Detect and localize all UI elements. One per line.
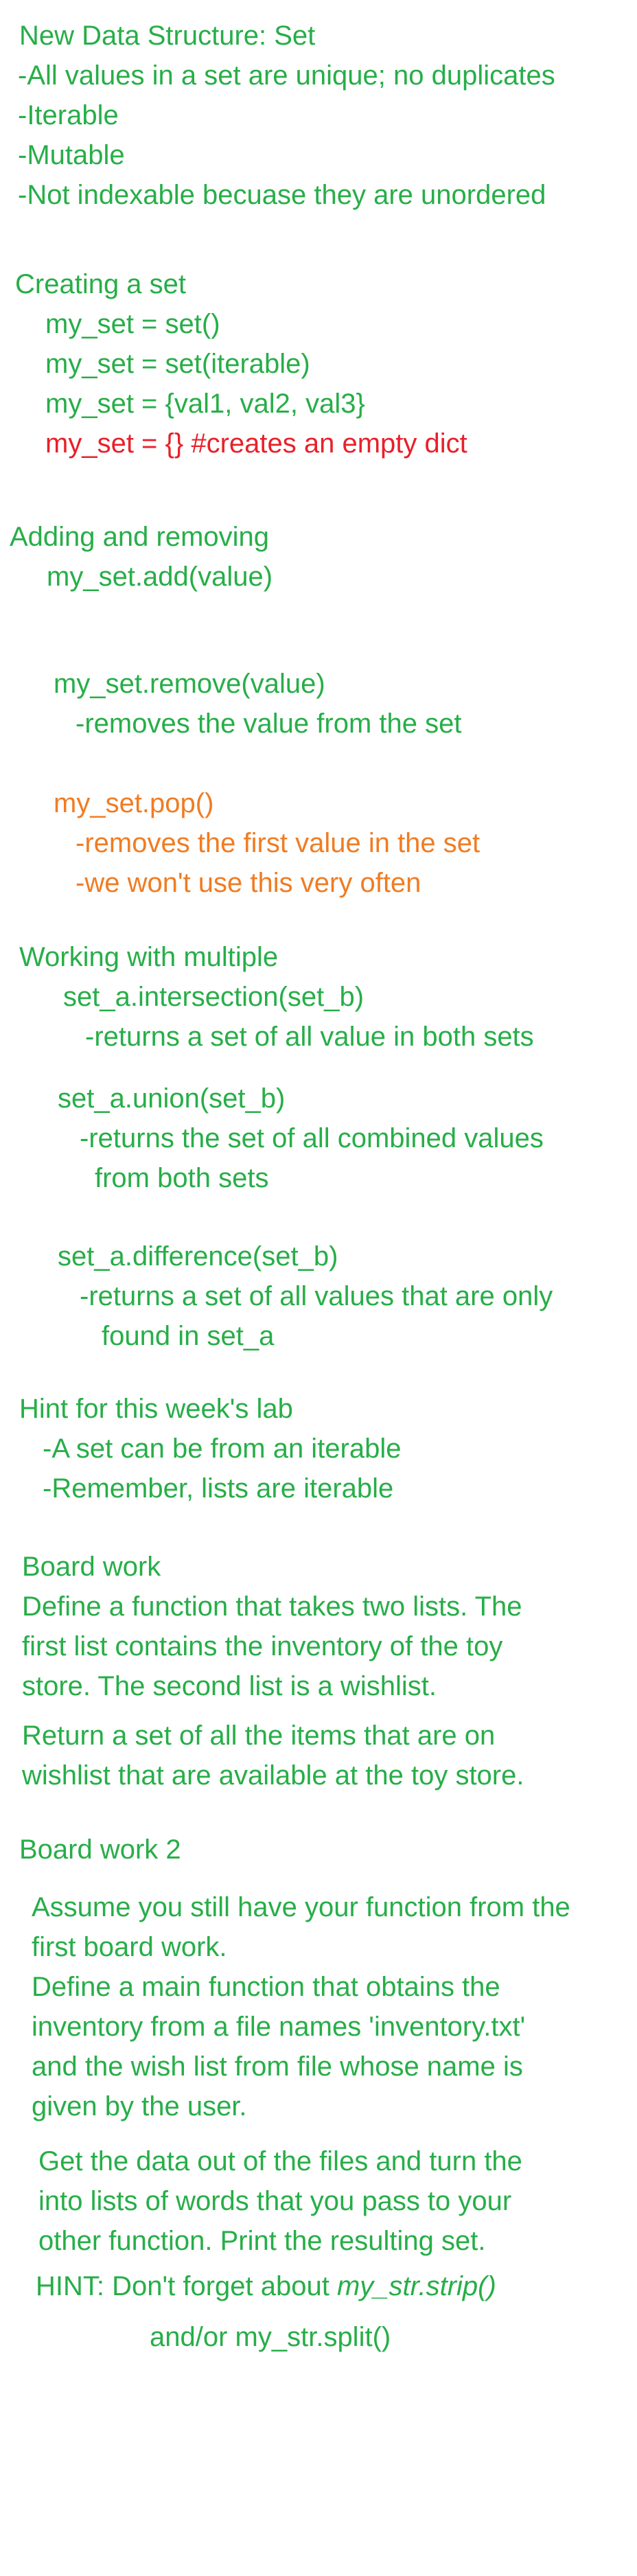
union-description-2: from both sets	[95, 1163, 269, 1193]
remove-description: -removes the value from the set	[76, 709, 462, 739]
intersection-description: -returns a set of all value in both sets	[85, 1022, 534, 1052]
board-work-2-hint: HINT: Don't forget about my_str.strip()	[36, 2267, 496, 2305]
creating-warning-empty-dict: my_set = {} #creates an empty dict	[45, 428, 467, 459]
board-work-text-line: Define a function that takes two lists. …	[22, 1591, 522, 1622]
hint-line-1: -A set can be from an iterable	[43, 1434, 402, 1464]
board-work-2-text-line: Define a main function that obtains the	[32, 1972, 500, 2002]
add-method: my_set.add(value)	[47, 562, 273, 592]
hint-heading: Hint for this week's lab	[19, 1394, 293, 1424]
pop-description-1: -removes the first value in the set	[76, 828, 480, 858]
creating-line-iterable: my_set = set(iterable)	[45, 349, 310, 379]
board-work-2-text-line: other function. Print the resulting set.	[38, 2226, 486, 2256]
multiple-heading: Working with multiple	[19, 942, 279, 972]
difference-description-1: -returns a set of all values that are on…	[80, 1281, 553, 1311]
board-work-2-text-line: Get the data out of the files and turn t…	[38, 2146, 522, 2176]
intro-point-mutable: -Mutable	[18, 140, 125, 170]
adding-heading: Adding and removing	[10, 522, 270, 552]
remove-method: my_set.remove(value)	[54, 669, 325, 699]
creating-heading: Creating a set	[15, 269, 187, 299]
board-work-text-line: Return a set of all the items that are o…	[22, 1721, 496, 1751]
hint-code-strip: my_str.strip()	[336, 2271, 496, 2301]
board-work-2-text-line: given by the user.	[32, 2091, 247, 2121]
board-work-2-text-line: Assume you still have your function from…	[32, 1892, 570, 1922]
board-work-2-text-line: inventory from a file names 'inventory.t…	[32, 2012, 526, 2042]
board-work-2-text-line: and the wish list from file whose name i…	[32, 2051, 523, 2082]
board-work-text-line: first list contains the inventory of the…	[22, 1631, 503, 1661]
intersection-method: set_a.intersection(set_b)	[63, 982, 364, 1012]
hint-line-2: -Remember, lists are iterable	[43, 1473, 394, 1504]
hint-prefix: HINT: Don't forget about	[36, 2271, 337, 2301]
board-work-2-text-line: first board work.	[32, 1932, 227, 1962]
union-method: set_a.union(set_b)	[58, 1083, 286, 1114]
intro-point-iterable: -Iterable	[18, 100, 119, 130]
intro-point-unique: -All values in a set are unique; no dupl…	[18, 60, 555, 91]
page-title: New Data Structure: Set	[19, 21, 316, 51]
board-work-2-text-line: into lists of words that you pass to you…	[38, 2186, 512, 2216]
intro-point-unordered: -Not indexable becuase they are unordere…	[18, 180, 546, 210]
pop-method: my_set.pop()	[54, 788, 214, 818]
board-work-text-line: wishlist that are available at the toy s…	[22, 1760, 524, 1791]
pop-description-2: -we won't use this very often	[76, 868, 421, 898]
creating-line-empty-set: my_set = set()	[45, 309, 220, 339]
board-work-text-line: store. The second list is a wishlist.	[22, 1671, 437, 1701]
board-work-heading: Board work	[22, 1552, 161, 1582]
union-description-1: -returns the set of all combined values	[80, 1123, 544, 1153]
difference-description-2: found in set_a	[102, 1321, 275, 1351]
board-work-2-hint-line-2: and/or my_str.split()	[150, 2322, 391, 2352]
board-work-2-heading: Board work 2	[19, 1835, 181, 1865]
creating-line-literal: my_set = {val1, val2, val3}	[45, 389, 365, 419]
difference-method: set_a.difference(set_b)	[58, 1241, 338, 1272]
